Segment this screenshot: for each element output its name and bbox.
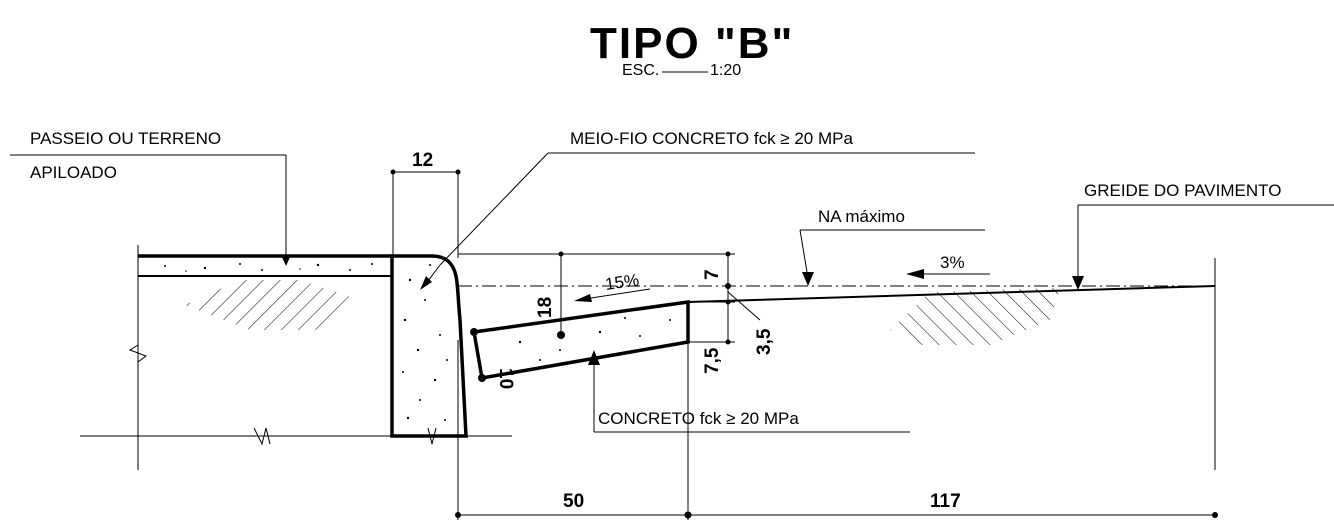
dim-35-value: 3,5 <box>754 328 775 355</box>
slope-3-arrow-icon <box>906 269 924 279</box>
dim-117-tick-right <box>1212 512 1218 518</box>
curb-stipple <box>402 264 448 421</box>
dim-12-value: 12 <box>412 150 433 171</box>
sidewalk-stipple <box>164 263 373 272</box>
na-maximo-label: NA máximo <box>818 207 905 226</box>
dim-50-value: 50 <box>563 491 584 512</box>
scale-value: 1:20 <box>710 62 741 79</box>
meio-fio-label: MEIO-FIO CONCRETO fck ≥ 20 MPa <box>570 129 853 148</box>
dim-50-tick-right <box>684 511 692 519</box>
na-maximo-arrow-icon <box>802 272 814 286</box>
concreto-arrow-icon <box>588 350 600 365</box>
dim-18-value: 18 <box>535 297 556 318</box>
dim-10-value: 10 <box>495 368 516 389</box>
slope-15-value: 15% <box>604 270 640 294</box>
greide-arrow-icon <box>1072 276 1084 290</box>
dim-75-value: 7,5 <box>702 347 723 374</box>
meio-fio-arrow-icon <box>420 276 432 290</box>
meio-fio-leader-diagonal <box>439 152 549 266</box>
greide-label: GREIDE DO PAVIMENTO <box>1084 181 1281 200</box>
curb <box>390 254 468 438</box>
dim-7-value: 7 <box>702 269 723 280</box>
slope-15-arrow-icon <box>574 294 592 302</box>
ground-break-icon <box>253 427 271 446</box>
gutter-point-a <box>470 328 478 336</box>
left-soil-hatch <box>185 280 360 330</box>
dim-7-tick-top <box>725 251 731 257</box>
drawing-title: TIPO "B" <box>590 19 794 68</box>
slope-3-value: 3% <box>940 253 965 272</box>
left-break-icon <box>128 344 148 363</box>
passeio-label-line1: PASSEIO OU TERRENO <box>30 129 221 148</box>
dim-12-tick-right <box>455 169 461 175</box>
scale-label: ESC. <box>622 62 659 79</box>
dim-35-leader <box>727 291 761 321</box>
gutter-point-b <box>478 374 486 382</box>
curb-break-icon <box>427 427 437 445</box>
dim-117-value: 117 <box>930 491 961 512</box>
passeio-label-line2: APILOADO <box>30 163 117 182</box>
dim-50-tick-left <box>455 512 461 518</box>
dim-12-tick-left <box>390 169 396 175</box>
concreto-label: CONCRETO fck ≥ 20 MPa <box>598 409 799 428</box>
right-soil-hatch <box>890 288 1060 345</box>
gutter-stipple <box>518 317 671 361</box>
na-maximo-leader-drop <box>799 229 809 279</box>
gutter-slab <box>471 299 690 381</box>
